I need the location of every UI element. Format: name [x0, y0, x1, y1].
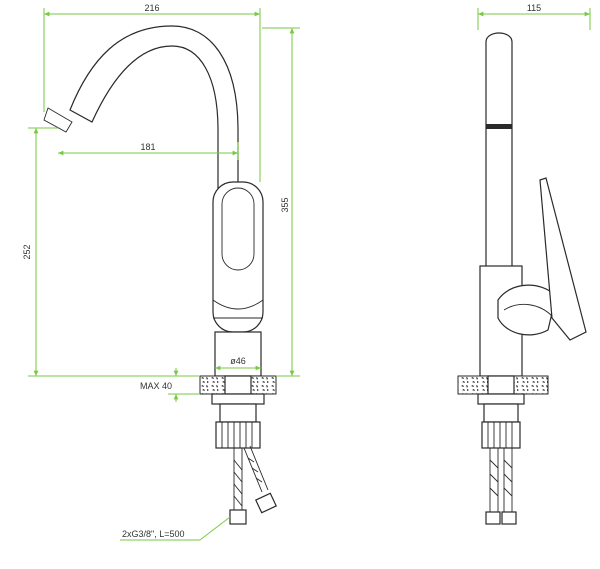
dim-252-label: 252: [22, 244, 32, 259]
side-spout: [485, 32, 513, 291]
dim-216-label: 216: [144, 3, 159, 13]
front-dimensions: 216 181 252 355 ø46 MAX 40: [22, 3, 300, 541]
hose-note-label: 2xG3/8", L=500: [122, 529, 185, 539]
spout: [43, 25, 239, 191]
dim-181-label: 181: [140, 142, 155, 152]
side-aerator: [486, 124, 512, 129]
side-dimensions: 115: [477, 3, 591, 30]
faucet-body: [212, 181, 264, 377]
flexible-hoses: [229, 445, 278, 525]
dim-115-label: 115: [527, 3, 541, 13]
countertop: [199, 375, 277, 395]
aerator: [43, 107, 73, 133]
dim-46-label: ø46: [230, 356, 246, 366]
dim-355-label: 355: [280, 197, 290, 212]
mounting-nut: [211, 393, 265, 449]
side-lever: [539, 177, 587, 341]
front-view: 216 181 252 355 ø46 MAX 40: [22, 3, 300, 541]
side-cartridge: [497, 284, 557, 336]
side-view: 115: [457, 3, 591, 525]
dim-max40-label: MAX 40: [140, 381, 172, 391]
